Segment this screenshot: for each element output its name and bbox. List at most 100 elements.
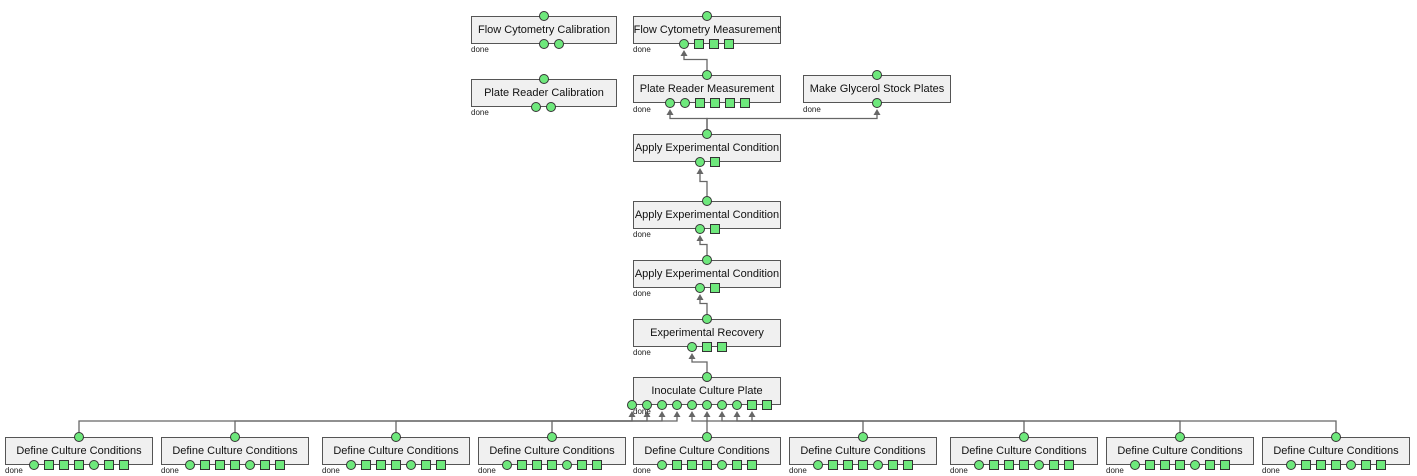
input-port[interactable]: [702, 70, 712, 80]
output-circle-port[interactable]: [245, 460, 255, 470]
output-square-port[interactable]: [724, 39, 734, 49]
output-square-port[interactable]: [1220, 460, 1230, 470]
input-port[interactable]: [74, 432, 84, 442]
output-circle-port[interactable]: [502, 460, 512, 470]
output-square-port[interactable]: [1175, 460, 1185, 470]
output-square-port[interactable]: [702, 460, 712, 470]
output-circle-port[interactable]: [1286, 460, 1296, 470]
output-circle-port[interactable]: [657, 460, 667, 470]
output-circle-port[interactable]: [1034, 460, 1044, 470]
output-circle-port[interactable]: [873, 460, 883, 470]
output-square-port[interactable]: [695, 98, 705, 108]
output-square-port[interactable]: [1205, 460, 1215, 470]
output-circle-port[interactable]: [679, 39, 689, 49]
output-square-port[interactable]: [275, 460, 285, 470]
output-square-port[interactable]: [436, 460, 446, 470]
output-square-port[interactable]: [44, 460, 54, 470]
output-square-port[interactable]: [592, 460, 602, 470]
output-square-port[interactable]: [710, 283, 720, 293]
input-port[interactable]: [1019, 432, 1029, 442]
input-port[interactable]: [230, 432, 240, 442]
output-square-port[interactable]: [260, 460, 270, 470]
input-port[interactable]: [539, 74, 549, 84]
output-square-port[interactable]: [230, 460, 240, 470]
output-square-port[interactable]: [709, 39, 719, 49]
output-square-port[interactable]: [858, 460, 868, 470]
output-circle-port[interactable]: [627, 400, 637, 410]
output-square-port[interactable]: [762, 400, 772, 410]
output-square-port[interactable]: [732, 460, 742, 470]
output-square-port[interactable]: [376, 460, 386, 470]
output-circle-port[interactable]: [680, 98, 690, 108]
output-square-port[interactable]: [687, 460, 697, 470]
output-circle-port[interactable]: [562, 460, 572, 470]
input-port[interactable]: [547, 432, 557, 442]
output-square-port[interactable]: [710, 98, 720, 108]
output-circle-port[interactable]: [732, 400, 742, 410]
output-circle-port[interactable]: [702, 400, 712, 410]
output-circle-port[interactable]: [1190, 460, 1200, 470]
output-circle-port[interactable]: [546, 102, 556, 112]
output-circle-port[interactable]: [406, 460, 416, 470]
output-square-port[interactable]: [740, 98, 750, 108]
output-circle-port[interactable]: [872, 98, 882, 108]
output-circle-port[interactable]: [29, 460, 39, 470]
output-square-port[interactable]: [547, 460, 557, 470]
output-square-port[interactable]: [717, 342, 727, 352]
output-circle-port[interactable]: [665, 98, 675, 108]
input-port[interactable]: [702, 432, 712, 442]
output-circle-port[interactable]: [717, 400, 727, 410]
output-square-port[interactable]: [1019, 460, 1029, 470]
output-square-port[interactable]: [903, 460, 913, 470]
input-port[interactable]: [1175, 432, 1185, 442]
output-circle-port[interactable]: [672, 400, 682, 410]
output-circle-port[interactable]: [695, 224, 705, 234]
output-square-port[interactable]: [710, 157, 720, 167]
output-square-port[interactable]: [888, 460, 898, 470]
input-port[interactable]: [702, 129, 712, 139]
output-square-port[interactable]: [119, 460, 129, 470]
output-circle-port[interactable]: [813, 460, 823, 470]
output-circle-port[interactable]: [1346, 460, 1356, 470]
output-square-port[interactable]: [1160, 460, 1170, 470]
output-circle-port[interactable]: [687, 400, 697, 410]
output-circle-port[interactable]: [539, 39, 549, 49]
output-square-port[interactable]: [1049, 460, 1059, 470]
input-port[interactable]: [539, 11, 549, 21]
output-square-port[interactable]: [747, 460, 757, 470]
output-square-port[interactable]: [710, 224, 720, 234]
output-square-port[interactable]: [1301, 460, 1311, 470]
input-port[interactable]: [702, 11, 712, 21]
output-square-port[interactable]: [828, 460, 838, 470]
output-circle-port[interactable]: [185, 460, 195, 470]
input-port[interactable]: [702, 196, 712, 206]
output-circle-port[interactable]: [657, 400, 667, 410]
output-square-port[interactable]: [1316, 460, 1326, 470]
output-square-port[interactable]: [215, 460, 225, 470]
output-square-port[interactable]: [1376, 460, 1386, 470]
output-square-port[interactable]: [1064, 460, 1074, 470]
output-square-port[interactable]: [421, 460, 431, 470]
output-circle-port[interactable]: [974, 460, 984, 470]
output-circle-port[interactable]: [554, 39, 564, 49]
output-square-port[interactable]: [532, 460, 542, 470]
output-square-port[interactable]: [747, 400, 757, 410]
input-port[interactable]: [872, 70, 882, 80]
output-square-port[interactable]: [1145, 460, 1155, 470]
output-square-port[interactable]: [59, 460, 69, 470]
output-circle-port[interactable]: [346, 460, 356, 470]
output-circle-port[interactable]: [695, 157, 705, 167]
output-square-port[interactable]: [725, 98, 735, 108]
input-port[interactable]: [702, 255, 712, 265]
output-square-port[interactable]: [672, 460, 682, 470]
input-port[interactable]: [391, 432, 401, 442]
output-square-port[interactable]: [200, 460, 210, 470]
output-square-port[interactable]: [702, 342, 712, 352]
output-circle-port[interactable]: [695, 283, 705, 293]
output-square-port[interactable]: [517, 460, 527, 470]
output-square-port[interactable]: [1331, 460, 1341, 470]
output-square-port[interactable]: [1004, 460, 1014, 470]
output-square-port[interactable]: [1361, 460, 1371, 470]
output-square-port[interactable]: [74, 460, 84, 470]
output-square-port[interactable]: [391, 460, 401, 470]
